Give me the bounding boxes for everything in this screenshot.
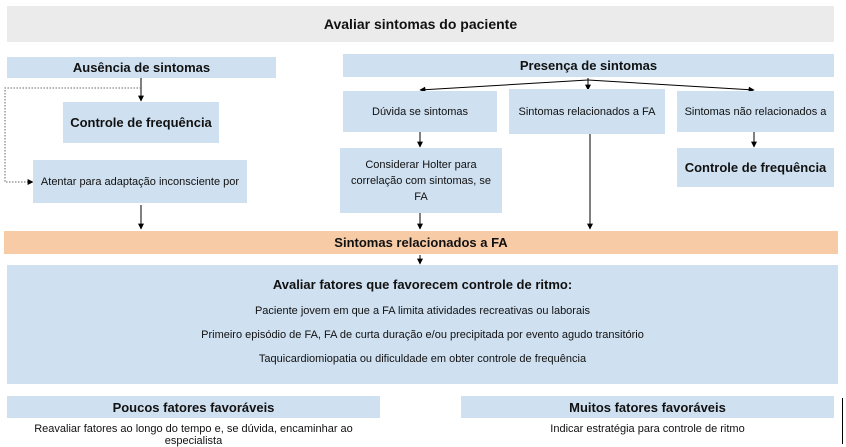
factor-item-2: Primeiro episódio de FA, FA de curta dur… [201,329,644,341]
rhythm-control-factors-panel: Avaliar fatores que favorecem controle d… [7,265,838,384]
related-symptoms-box: Sintomas relacionados a FA [509,89,665,134]
right-edge-divider [842,398,843,444]
many-factors-header: Muitos fatores favoráveis [461,396,834,418]
absence-header: Ausência de sintomas [7,57,276,78]
factor-item-1: Paciente jovem em que a FA limita ativid… [254,305,591,317]
unconscious-adaptation-note: Atentar para adaptação inconsciente por [33,160,247,203]
symptoms-related-af-bar: Sintomas relacionados a FA [4,231,838,254]
few-factors-text: Reavaliar fatores ao longo do tempo e, s… [34,423,353,447]
unrelated-symptoms-box: Sintomas não relacionados a [677,91,834,132]
holter-box: Considerar Holter para correlação com si… [340,148,502,213]
presence-header: Presença de sintomas [343,54,834,77]
right-rate-control-box: Controle de frequência [677,148,834,187]
diagram-title: Avaliar sintomas do paciente [7,6,834,42]
left-rate-control-box: Controle de frequência [63,102,219,143]
factor-item-3: Taquicardiomiopatia ou dificuldade em ob… [258,353,587,365]
dotted-arrow-to-note [4,87,141,185]
arrow-split-unrelated [587,79,755,93]
factors-title: Avaliar fatores que favorecem controle d… [272,277,573,292]
few-factors-header: Poucos fatores favoráveis [7,396,380,418]
many-factors-text: Indicar estratégia para controle de ritm… [550,423,745,435]
arrow-split-doubt [419,79,589,93]
doubt-symptoms-box: Dúvida se sintomas [343,91,497,132]
